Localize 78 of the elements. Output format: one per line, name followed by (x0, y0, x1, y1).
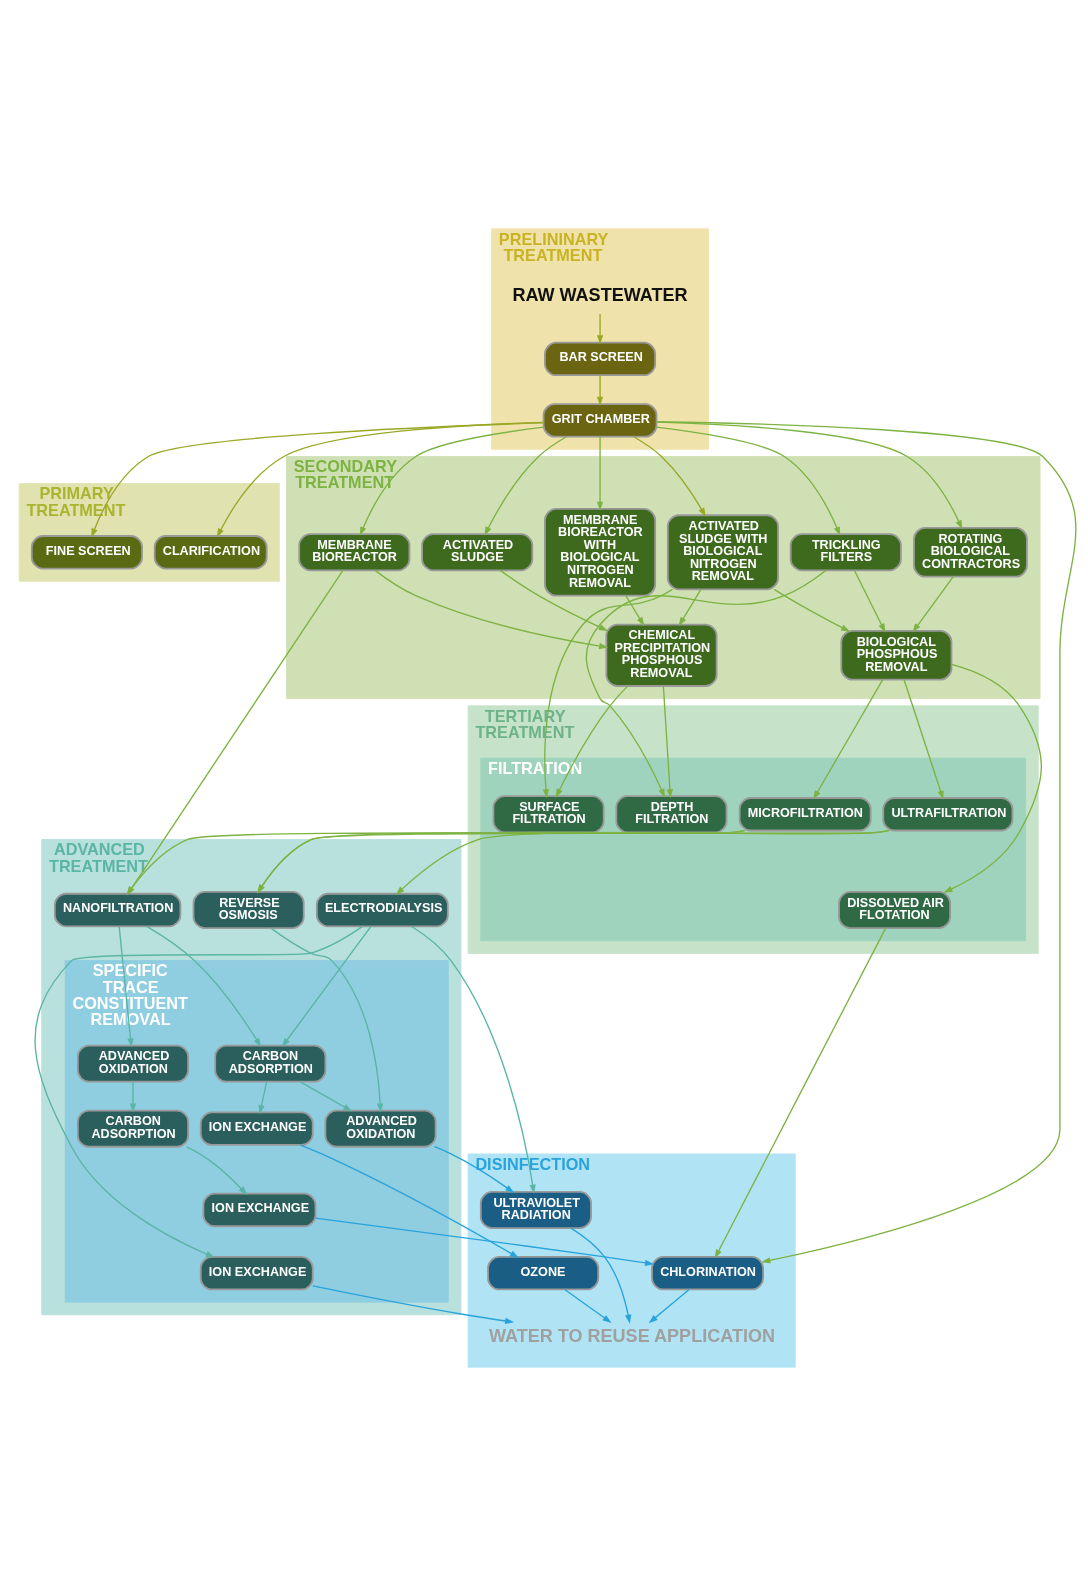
arrow (564, 1288, 612, 1323)
arrow (903, 679, 944, 800)
arrow (585, 569, 827, 798)
arrow (410, 925, 536, 1194)
arrow (312, 1285, 515, 1325)
arrow (655, 421, 963, 530)
arrow (912, 576, 954, 633)
node-box: CARBON ADSORPTION (76, 1109, 189, 1148)
arrow (281, 925, 372, 1048)
arrow (315, 1217, 655, 1266)
node-box: ULTRAVIOLET RADIATION (479, 1191, 592, 1229)
arrow (484, 436, 568, 536)
node-box: REVERSE OSMOSIS (192, 891, 305, 929)
node-box: ACTIVATED SLUDGE (421, 533, 534, 572)
node-box: BIOLOGICAL PHOSPHOUS REMOVAL (840, 629, 953, 681)
arrow (555, 685, 629, 798)
node-box: CARBON ADSORPTION (214, 1044, 327, 1083)
arrow (257, 829, 746, 894)
node-text: RAW WASTEWATER (512, 285, 688, 306)
node-box: ELECTRODIALYSIS (315, 892, 449, 928)
node-box: CHLORINATION (651, 1256, 765, 1291)
node-box: CLARIFICATION (153, 535, 268, 570)
arrow (270, 927, 384, 1113)
arrow (773, 588, 851, 632)
node-box: DISSOLVED AIR FLOTATION (838, 891, 952, 929)
node-box: GRIT CHAMBER (542, 403, 658, 438)
node-box: MEMBRANE BIOREACTOR WITH BIOLOGICAL NITROGEN REMOVAL (544, 508, 657, 597)
node-box: ACTIVATED SLUDGE WITH BIOLOGICAL NITROGEN REMOVAL (666, 514, 779, 591)
arrow (596, 436, 604, 511)
arrow (813, 679, 884, 800)
arrow (648, 1289, 690, 1324)
node-box: ULTRAFILTRATION (882, 797, 1014, 832)
arrow (632, 436, 706, 517)
node-box: CHEMICAL PRECIPITATION PHOSPHOUS REMOVAL (605, 623, 718, 687)
arrow (596, 374, 604, 406)
node-box: ADVANCED OXIDATION (324, 1109, 437, 1148)
node-box: ION EXCHANGE (199, 1111, 314, 1146)
node-box: FINE SCREEN (30, 535, 143, 570)
arrow (596, 313, 604, 345)
arrow (499, 569, 608, 632)
arrow (185, 1146, 248, 1195)
arrow (570, 1227, 632, 1324)
arrow (655, 426, 841, 536)
arrow (678, 588, 702, 627)
arrow (395, 829, 890, 896)
node-box: BAR SCREEN (544, 341, 657, 377)
arrow (91, 422, 545, 538)
arrow (662, 685, 674, 799)
node-box: SURFACE FILTRATION (492, 795, 605, 834)
node-text: WATER TO REUSE APPLICATION (488, 1325, 776, 1346)
arrow (625, 595, 645, 627)
arrow (943, 663, 1042, 893)
arrow (542, 588, 674, 799)
arrow (129, 1081, 137, 1113)
node-box: ROTATING BIOLOGICAL CONTRACTORS (913, 526, 1028, 578)
node-box: MICROFILTRATION (738, 797, 872, 832)
arrow (374, 569, 609, 650)
node-box: DEPTH FILTRATION (615, 795, 728, 834)
node-box: NANOFILTRATION (53, 892, 182, 928)
arrow (258, 1081, 268, 1115)
arrow (118, 925, 134, 1048)
node-box: ADVANCED OXIDATION (76, 1044, 189, 1083)
node-box: TRICKLING FILTERS (789, 533, 902, 572)
arrow (853, 569, 886, 633)
arrow (359, 426, 545, 536)
arrow (257, 829, 890, 894)
arrow (299, 1144, 519, 1258)
arrow (34, 925, 364, 1258)
node-box: ION EXCHANGE (202, 1192, 317, 1228)
node-box: OZONE (487, 1256, 600, 1291)
arrow (146, 925, 262, 1048)
node-box: MEMBRANE BIOREACTOR (298, 533, 411, 572)
arrow (433, 1146, 515, 1193)
arrow (656, 421, 1077, 1264)
arrow (299, 1081, 353, 1112)
arrow (714, 927, 887, 1259)
node-box: ION EXCHANGE (199, 1256, 314, 1291)
arrow (216, 421, 545, 538)
